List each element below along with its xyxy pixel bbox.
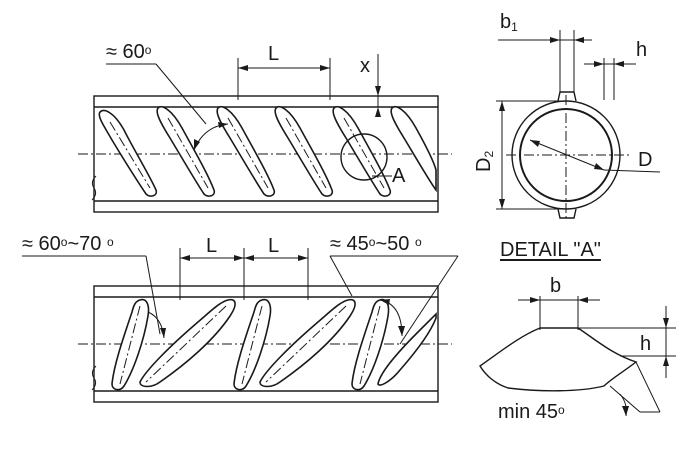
- degree-sup: o: [144, 43, 152, 57]
- angle-top-label: ≈ 60o: [106, 42, 151, 62]
- top-rib-3: [216, 106, 276, 197]
- d-label: D: [638, 149, 653, 171]
- top-rib-2: [156, 106, 216, 197]
- pitch-label-bottom-1: L: [206, 235, 218, 257]
- angle-bottom-right-label: ≈ 45o~50 o: [330, 234, 422, 254]
- min-angle-sup: o: [558, 403, 565, 417]
- cross-section-view: [496, 30, 661, 219]
- angle-br-sup2: o: [414, 235, 422, 249]
- angle-br-a: ≈ 45: [330, 233, 369, 255]
- angle-top-value: ≈ 60: [106, 41, 145, 63]
- d2-label: D2: [473, 150, 496, 172]
- h-label-detail: h: [640, 333, 652, 355]
- b-label: b: [550, 275, 562, 297]
- top-rib-6: [390, 106, 437, 193]
- d2-base: D: [473, 157, 495, 172]
- top-rib-5: [332, 106, 392, 197]
- top-bar-ribs: [98, 106, 437, 197]
- angle-br-sup: o: [368, 235, 376, 249]
- top-bar-break-mark: [91, 175, 97, 201]
- bottom-bar-ribs: [111, 298, 437, 391]
- top-rib-4: [274, 106, 334, 197]
- x-label: x: [360, 55, 370, 77]
- angle-bottom-left-label: ≈ 60o~70 o: [22, 234, 114, 254]
- pitch-label-bottom-2: L: [268, 235, 280, 257]
- b1-base: b: [500, 11, 512, 33]
- detail-a-marker-label: A: [392, 165, 406, 187]
- bottom-rib-6: [377, 312, 437, 386]
- angle-bl-sup: o: [60, 235, 68, 249]
- pitch-label-top: L: [268, 43, 280, 65]
- h-label-top: h: [636, 39, 648, 61]
- detail-title: DETAIL "A": [500, 239, 601, 261]
- b1-sub: 1: [511, 20, 518, 34]
- d2-sub: 2: [482, 150, 496, 158]
- detail-a-circle: [340, 133, 388, 181]
- min-angle-value: min 45: [498, 401, 559, 423]
- d-dimension-line: [529, 139, 605, 171]
- b1-label: b1: [500, 12, 518, 34]
- top-bar-view: [78, 54, 452, 213]
- detail-a-view: [479, 296, 676, 417]
- min-angle-label: min 45o: [498, 402, 565, 422]
- angle-bl-a: ≈ 60: [22, 233, 61, 255]
- angle-bl-b: ~70: [67, 233, 107, 255]
- top-rib-1: [98, 109, 158, 197]
- angle-br-b: ~50: [375, 233, 415, 255]
- detail-a-rib-profile: [479, 327, 638, 392]
- angle-top-arc: [193, 123, 229, 151]
- bottom-bar-view: [22, 248, 459, 403]
- angle-bl-sup2: o: [106, 235, 114, 249]
